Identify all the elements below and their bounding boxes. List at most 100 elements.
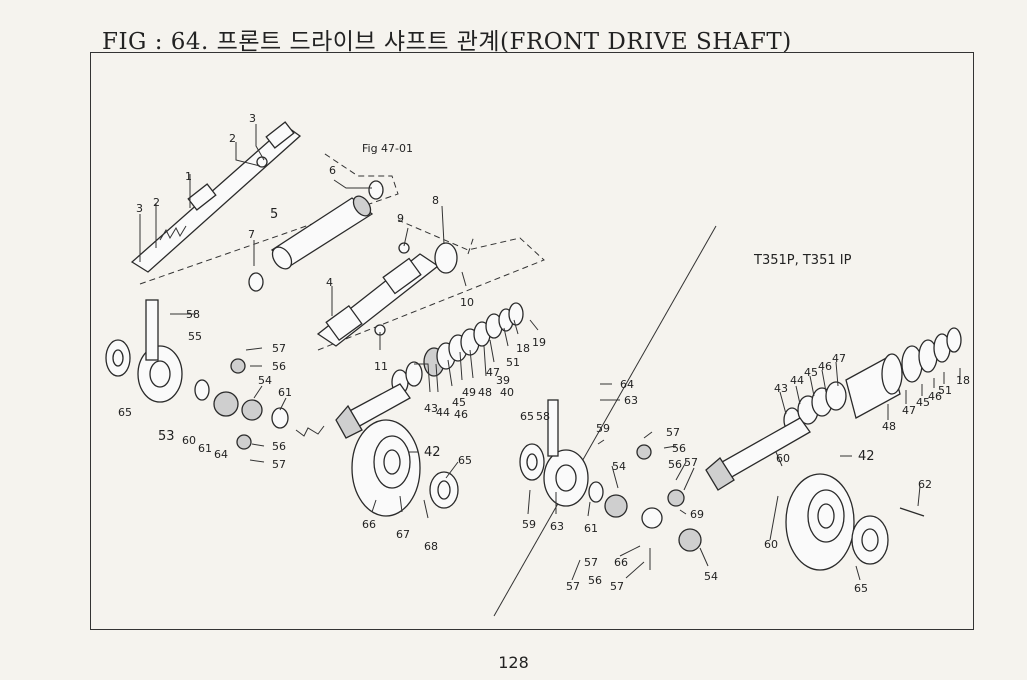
rcallout-60: 60 [776, 452, 790, 465]
rcallout-44: 44 [790, 374, 804, 387]
shaft-1 [130, 121, 302, 273]
zigzag-link [295, 425, 325, 437]
rcallout-45b: 45 [916, 396, 930, 409]
callout-53: 53 [158, 429, 175, 444]
rcallout-46: 46 [818, 360, 832, 373]
callout-3b: 3 [136, 202, 143, 215]
callout-1: 1 [185, 170, 192, 183]
callout-57b: 57 [272, 458, 286, 471]
rcallout-56c: 56 [588, 574, 602, 587]
rcallout-56: 56 [672, 442, 686, 455]
callout-60: 60 [182, 434, 196, 447]
pinion-gear-54 [213, 391, 239, 417]
callout-4: 4 [326, 276, 333, 289]
callout-65a: 65 [118, 406, 132, 419]
rcallout-54b: 54 [704, 570, 718, 583]
shaft-5 [248, 180, 384, 292]
callout-8: 8 [432, 194, 439, 207]
callout-45: 45 [452, 396, 466, 409]
guide-dash-2 [317, 219, 545, 351]
callout-46: 46 [454, 408, 468, 421]
callout-10: 10 [460, 296, 474, 309]
rcallout-42: 42 [858, 449, 875, 464]
rcallout-66: 66 [614, 556, 628, 569]
callout-2b: 2 [153, 196, 160, 209]
callout-57: 57 [272, 342, 286, 355]
bearing-65-right-inner [861, 528, 879, 552]
callout-18: 18 [516, 342, 530, 355]
pinion-shaft-right [721, 417, 811, 479]
bearing-right-outer-inner [526, 453, 538, 471]
pinion-gear-right [705, 457, 735, 491]
rcallout-57: 57 [666, 426, 680, 439]
callout-48: 48 [478, 386, 492, 399]
rcallout-59: 59 [596, 422, 610, 435]
callout-47a: 47 [486, 366, 500, 379]
rcallout-58: 58 [536, 410, 550, 423]
figure-title: FIG : 64. 프론트 드라이브 샤프트 관계(FRONT DRIVE SH… [102, 29, 792, 55]
bearing-65-left-inner [437, 480, 451, 500]
washer-61-right [588, 481, 604, 503]
ring-gear-left [351, 419, 421, 517]
rcallout-60b: 60 [764, 538, 778, 551]
rcallout-57d: 57 [566, 580, 580, 593]
ring-gear-right [785, 473, 855, 571]
callout-2a: 2 [229, 132, 236, 145]
rcallout-57e: 57 [610, 580, 624, 593]
callout-61b: 61 [198, 442, 212, 455]
gear-56 [230, 358, 246, 374]
model-label: T351P, T351 IP [753, 253, 852, 268]
callout-43: 43 [424, 402, 438, 415]
callout-58: 58 [186, 308, 200, 321]
gear-56-right [636, 444, 652, 460]
rcallout-59b: 59 [522, 518, 536, 531]
rcallout-65: 65 [520, 410, 534, 423]
rcallout-63: 63 [624, 394, 638, 407]
section-divider [493, 225, 717, 617]
callout-5: 5 [270, 207, 278, 222]
rcallout-47b: 47 [902, 404, 916, 417]
callout-6: 6 [329, 164, 336, 177]
rcallout-64: 64 [620, 378, 634, 391]
bearing-left-outer-inner [112, 349, 124, 367]
callout-61a: 61 [278, 386, 292, 399]
callout-66: 66 [362, 518, 376, 531]
callout-19: 19 [532, 336, 546, 349]
rcallout-62: 62 [918, 478, 932, 491]
washer-60 [194, 379, 210, 401]
callout-65b: 65 [458, 454, 472, 467]
gear-69-right [667, 489, 685, 507]
rcallout-43: 43 [774, 382, 788, 395]
pinion-gear-left [335, 404, 363, 439]
callout-68: 68 [424, 540, 438, 553]
coupling-8 [434, 242, 458, 274]
leader-lines-right [527, 361, 961, 581]
leader-lines-left [139, 124, 539, 519]
callout-56a: 56 [272, 360, 286, 373]
guide-dash-3 [467, 235, 475, 255]
rcallout-57c: 57 [584, 556, 598, 569]
bearing-stack-right [783, 327, 962, 433]
callout-44: 44 [436, 406, 450, 419]
callout-49: 49 [462, 386, 476, 399]
callout-64: 64 [214, 448, 228, 461]
callout-54: 54 [258, 374, 272, 387]
callout-9: 9 [397, 212, 404, 225]
callout-11: 11 [374, 360, 388, 373]
rcallout-57b: 57 [684, 456, 698, 469]
pinion-gear-55 [241, 399, 263, 421]
diff-case-left [137, 299, 183, 403]
rcallout-69: 69 [690, 508, 704, 521]
rcallout-56b: 56 [668, 458, 682, 471]
callout-40: 40 [500, 386, 514, 399]
callout-39: 39 [496, 374, 510, 387]
reference-label: Fig 47-01 [362, 142, 413, 155]
rcallout-65b: 65 [854, 582, 868, 595]
washer-61 [271, 407, 289, 429]
gear-56b [236, 434, 252, 450]
page-number: 128 [498, 653, 529, 672]
callout-42: 42 [424, 445, 441, 460]
bolt-62 [899, 507, 925, 517]
callout-3a: 3 [249, 112, 256, 125]
spider-right [641, 507, 663, 529]
